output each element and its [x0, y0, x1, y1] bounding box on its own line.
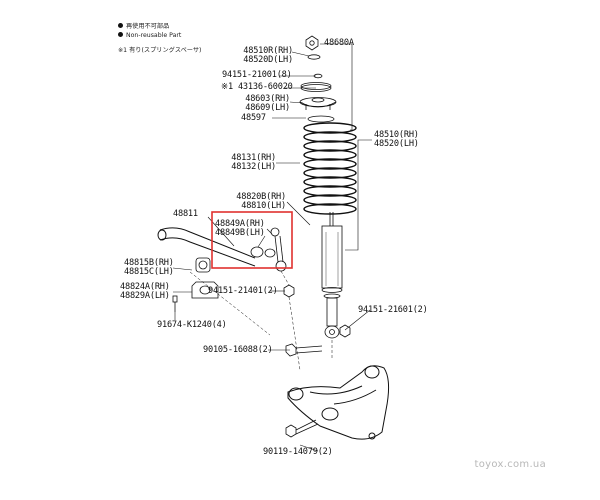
- label-48520d: 48520D(LH): [243, 55, 293, 65]
- watermark: toyox.com.ua: [474, 459, 546, 470]
- label-48132: 48132(LH): [231, 162, 276, 172]
- label-94151-21601: 94151-21601(2): [358, 305, 428, 315]
- nonreusable-marker-icon: [118, 23, 123, 28]
- bolt-91674: [172, 295, 178, 312]
- label-48510: 48510(RH): [374, 130, 419, 140]
- legend-note1: ※1 有り(スプリングスペーサ): [118, 47, 202, 54]
- label-48811: 48811: [173, 209, 198, 219]
- label-48829a: 48829A(LH): [120, 291, 170, 301]
- stabilizer-bushing: [195, 257, 211, 273]
- stabilizer-link: [270, 227, 287, 272]
- stabilizer-bracket: [191, 281, 219, 299]
- legend-nonreusable-en: Non-reusable Part: [118, 31, 201, 40]
- nonreusable-marker-icon: [118, 32, 123, 37]
- label-48820b: 48820B(RH): [236, 192, 286, 202]
- lower-control-arm: [287, 365, 390, 440]
- label-48609: 48609(LH): [245, 103, 290, 113]
- label-90119-14079: 90119-14079(2): [263, 447, 333, 457]
- label-94151-21401: 94151-21401(2): [208, 286, 278, 296]
- label-48131: 48131(RH): [231, 153, 276, 163]
- nut-94151-21001: [313, 73, 323, 79]
- label-48815b: 48815B(RH): [124, 258, 174, 268]
- label-48849a: 48849A(RH): [215, 219, 265, 229]
- label-48520: 48520(LH): [374, 139, 419, 149]
- label-90105-16088: 90105-16088(2): [203, 345, 273, 355]
- label-48824a: 48824A(RH): [120, 282, 170, 292]
- highlight-box: [211, 211, 293, 269]
- spring-spacer: [300, 82, 332, 92]
- label-48815c: 48815C(LH): [124, 267, 174, 277]
- label-43136-60020: ※1 43136-60020: [221, 82, 293, 92]
- label-48810: 48810(LH): [241, 201, 286, 211]
- insulator-48597: [307, 115, 335, 123]
- guide-lines: [189, 270, 333, 371]
- label-48597: 48597: [241, 113, 266, 123]
- nut-94151-21401: [283, 284, 295, 298]
- label-48603: 48603(RH): [245, 94, 290, 104]
- legend-nonreusable-jp: 再使用不可部品: [118, 22, 201, 31]
- link-bushings: [250, 246, 276, 258]
- label-48510r-top: 48510R(RH): [243, 46, 293, 56]
- stabilizer-bar: [157, 227, 256, 267]
- nut-48680a: [305, 35, 319, 51]
- shock-absorber: [321, 212, 343, 339]
- bushing-upper: [307, 54, 321, 60]
- label-91674-k1240: 91674-K1240(4): [157, 320, 227, 330]
- bolt-90105: [285, 343, 323, 357]
- upper-support: [299, 97, 337, 110]
- leader-lines: [172, 43, 372, 452]
- label-94151-21001: 94151-21001(8): [222, 70, 292, 80]
- bolt-90119: [285, 419, 319, 438]
- nut-94151-21601: [339, 324, 351, 338]
- label-48849b: 48849B(LH): [215, 228, 265, 238]
- label-48680a: 48680A: [324, 38, 354, 48]
- coil-spring: [303, 122, 357, 215]
- legend: 再使用不可部品 Non-reusable Part ※1 有り(スプリングスペー…: [118, 22, 201, 55]
